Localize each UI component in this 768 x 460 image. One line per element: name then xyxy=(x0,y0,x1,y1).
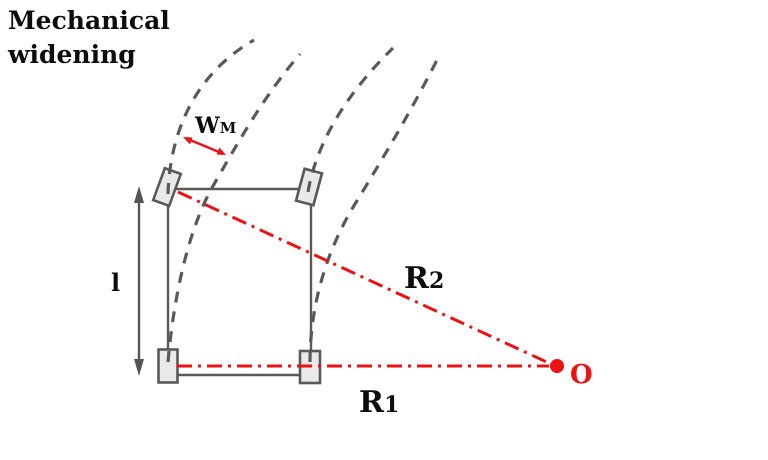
vehicle-body-outline xyxy=(166,187,313,377)
wheels xyxy=(151,166,324,385)
radius-lines xyxy=(177,190,552,368)
wheelbase-arrow-head-up xyxy=(134,186,144,203)
turning-center-dot xyxy=(550,359,564,373)
widening-label-sub: M xyxy=(220,119,237,137)
r2-label-main: R xyxy=(404,261,430,296)
front-right-wheel-path-curve xyxy=(306,46,395,193)
wheelbase-label: l xyxy=(111,268,120,297)
widening-label: WM xyxy=(194,113,236,139)
rear-left-wheel-path-curve xyxy=(166,52,302,363)
rear-right-wheel-path-curve xyxy=(308,59,439,363)
widening-arrow-head-right xyxy=(216,147,226,155)
r2-label-sub: 2 xyxy=(429,268,444,294)
diagram-title: Mechanical widening xyxy=(8,6,170,69)
r1-label: R1 xyxy=(359,385,399,420)
wheelbase-arrow xyxy=(134,186,144,376)
r2-label: R2 xyxy=(404,261,444,296)
widening-arrow-head-left xyxy=(183,137,193,145)
r1-label-sub: 1 xyxy=(384,392,399,418)
widening-arrow xyxy=(183,137,226,155)
widening-label-main: W xyxy=(194,113,220,139)
wheel-path-curves xyxy=(166,38,439,363)
r1-label-main: R xyxy=(359,385,385,420)
center-o-label: O xyxy=(570,360,593,390)
r2-radius-line xyxy=(177,190,552,366)
wheelbase-arrow-head-down xyxy=(134,359,144,376)
widening-arrow-shaft xyxy=(189,138,220,154)
front-left-wheel-path-curve xyxy=(166,38,255,195)
